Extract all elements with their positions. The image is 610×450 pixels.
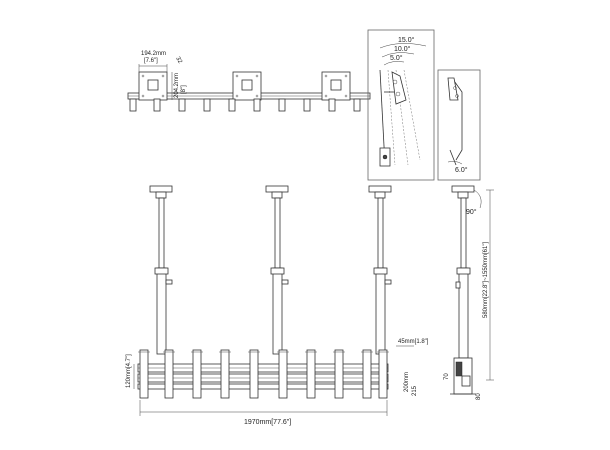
tilt-angle-10: 10.0° — [394, 45, 411, 53]
offset-label-2: 215 — [412, 385, 418, 396]
rail-height-label: 120mm[4.7"] — [126, 354, 132, 388]
top-height-inch-label: [8"] — [181, 85, 187, 94]
top-width-inch-label: [7.6"] — [144, 58, 158, 64]
vesa-plate-right — [321, 71, 351, 101]
tilt-detail-large: 15.0° 10.0° 5.0° — [367, 29, 435, 181]
tilt-angle-5: 5.0° — [390, 54, 403, 62]
arm-width-label: 45mm[1.8"] — [398, 339, 429, 345]
vesa-plate-center — [232, 71, 262, 101]
front-view-drawing: 120mm[4.7"] 1970mm[77.6"] 45mm[1.8"] 200… — [126, 185, 429, 426]
tilt-angle-6: 6.0° — [455, 166, 468, 174]
top-view-drawing: 194.2mm [7.6"] 204.2mm [8"] 32 — [127, 51, 371, 112]
tilt-detail-small: 6.0° — [437, 69, 481, 181]
top-width-label: 194.2mm — [141, 51, 166, 57]
side-small-dim-1: 70 — [444, 373, 450, 380]
tilt-angle-15: 15.0° — [398, 36, 415, 44]
side-view-drawing: 90° 580mm[22.8"]~1550mm[61"] 70 80 — [444, 185, 494, 400]
top-small-dim-label: 32 — [174, 56, 183, 65]
side-angle-label: 90° — [466, 208, 477, 216]
side-small-dim-2: 80 — [476, 393, 482, 400]
vesa-plate-left — [138, 71, 168, 101]
overall-width-label: 1970mm[77.6"] — [244, 419, 291, 426]
top-height-label: 204.2mm — [174, 73, 180, 98]
offset-label-1: 200mm — [404, 372, 410, 392]
height-range-label: 580mm[22.8"]~1550mm[61"] — [483, 242, 489, 318]
